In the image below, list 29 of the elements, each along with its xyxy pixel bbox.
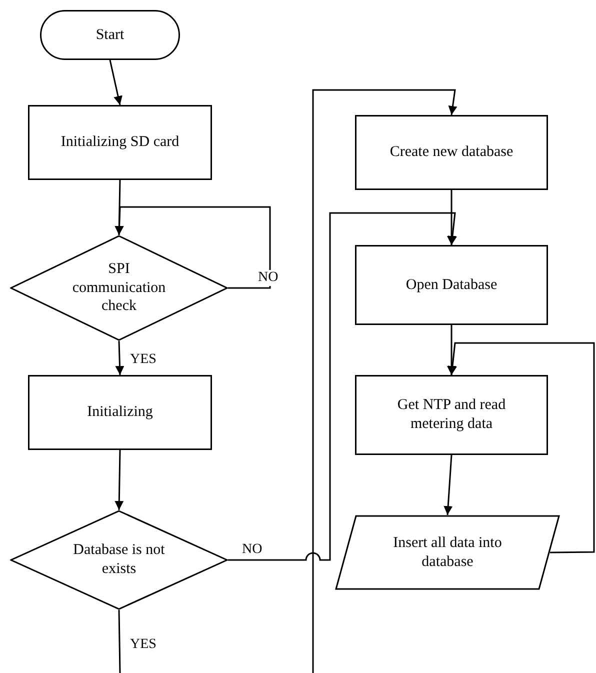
process-box xyxy=(355,245,548,325)
node-text: Create new database xyxy=(388,143,514,162)
arrow xyxy=(228,212,457,561)
arrow xyxy=(444,454,453,516)
terminal-shape xyxy=(40,10,180,60)
node-text: Get NTP and read metering data xyxy=(396,396,507,434)
node-text: Database is not exists xyxy=(72,541,166,579)
node-text: Open Database xyxy=(404,276,498,294)
node-text: Start xyxy=(94,26,126,44)
edge-label: NO xyxy=(256,270,280,286)
process-box xyxy=(28,375,212,450)
node-text: Initializing xyxy=(86,403,154,422)
node-text: SPI communication check xyxy=(71,260,167,316)
process-box xyxy=(355,375,548,455)
arrow xyxy=(114,450,124,510)
process-box xyxy=(355,115,548,190)
arrow xyxy=(115,340,124,376)
arrow xyxy=(114,206,271,289)
data-parallelogram xyxy=(335,515,560,590)
arrow xyxy=(448,342,595,554)
decision-diamond xyxy=(10,235,228,341)
arrow xyxy=(312,89,458,673)
node-text: Initializing SD card xyxy=(60,133,180,152)
arrow xyxy=(109,60,122,106)
arrow xyxy=(447,190,456,245)
node-text: Insert all data into database xyxy=(392,534,503,572)
arrow xyxy=(447,325,456,375)
decision-diamond xyxy=(10,510,228,610)
process-box xyxy=(28,105,212,180)
